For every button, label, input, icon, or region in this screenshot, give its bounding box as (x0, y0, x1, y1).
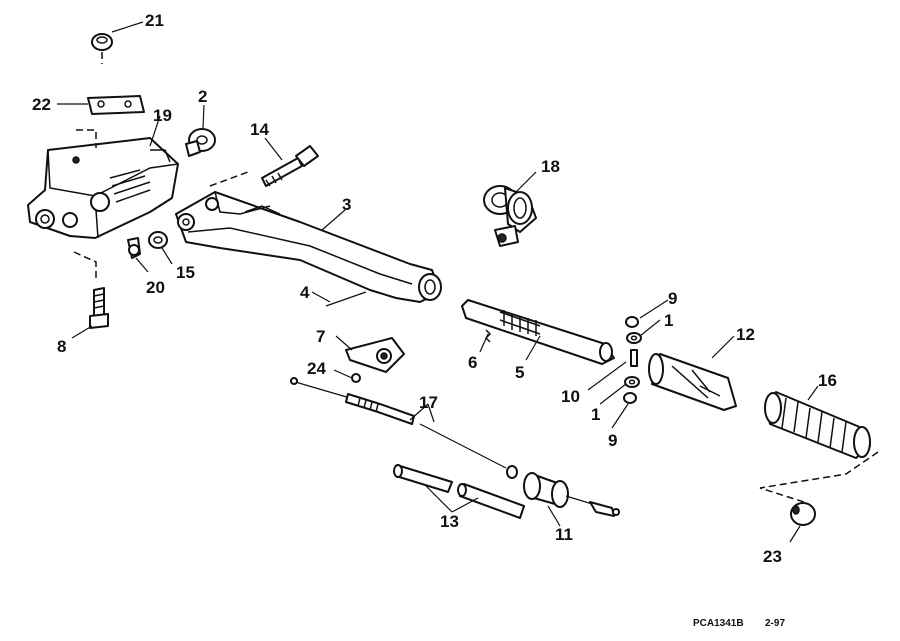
part-11-sleeve (523, 472, 620, 517)
part-9-nut-upper (625, 316, 639, 328)
leader-lines (57, 21, 819, 543)
part-7-clip (345, 337, 405, 373)
callout-12: 12 (736, 325, 755, 344)
callout-3: 3 (342, 195, 351, 214)
part-4-pin (325, 291, 367, 307)
part-18-friction-grip (483, 185, 537, 247)
part-5-throttle-shaft (461, 299, 615, 365)
part-8-bolt (89, 287, 109, 329)
part-17-throttle-cable (290, 377, 518, 479)
callout-18: 18 (541, 157, 560, 176)
callout-23: 23 (763, 547, 782, 566)
callout-17: 17 (419, 393, 438, 412)
assembly-lines (73, 52, 879, 503)
part-9-nut-lower (623, 392, 637, 404)
callout-16: 16 (818, 371, 837, 390)
callout-4: 4 (300, 283, 310, 302)
part-13-sleeve-b (457, 483, 525, 519)
callout-11: 11 (555, 525, 573, 544)
part-23-cap (790, 502, 816, 526)
callout-5: 5 (515, 363, 524, 382)
callout-13: 13 (440, 512, 459, 531)
callout-22: 22 (32, 95, 51, 114)
callout-9-upper: 9 (668, 289, 677, 308)
part-3-tiller-arm (175, 191, 442, 303)
callout-8: 8 (57, 337, 66, 356)
callout-14: 14 (250, 120, 269, 139)
callout-20: 20 (146, 278, 165, 297)
callout-15: 15 (176, 263, 195, 282)
part-10-stud (630, 349, 638, 367)
drawing-revision: 2-97 (765, 618, 785, 629)
callout-6: 6 (468, 353, 477, 372)
part-14-bolt (261, 145, 319, 187)
part-6-spring (484, 329, 492, 343)
part-22-plate (87, 95, 145, 115)
callout-1-upper: 1 (664, 311, 673, 330)
part-21-nut (91, 33, 113, 51)
callout-21: 21 (145, 11, 164, 30)
callout-2: 2 (198, 87, 207, 106)
part-24-screw (351, 373, 361, 383)
callout-7: 7 (316, 327, 325, 346)
part-2-washer (185, 128, 216, 157)
part-19-tiller-bracket (27, 137, 179, 239)
drawing-code: PCA1341B (693, 618, 744, 629)
part-16-throttle-grip (764, 391, 871, 459)
callout-19: 19 (153, 106, 172, 125)
footer: PCA1341B 2-97 (693, 618, 785, 629)
part-13-sleeve-a (393, 464, 453, 493)
callout-1-lower: 1 (591, 405, 600, 424)
callout-labels: 21 22 2 19 14 3 18 4 7 24 6 5 9 1 10 1 9… (32, 11, 837, 566)
callout-24: 24 (307, 359, 326, 378)
callout-10: 10 (561, 387, 580, 406)
part-20-grease-fitting (127, 237, 141, 259)
callout-9-lower: 9 (608, 431, 617, 450)
part-1-washer-upper (626, 332, 642, 344)
part-15-nut (148, 231, 168, 249)
part-12-grip-sleeve (648, 353, 737, 411)
part-1-washer-lower (624, 376, 640, 388)
